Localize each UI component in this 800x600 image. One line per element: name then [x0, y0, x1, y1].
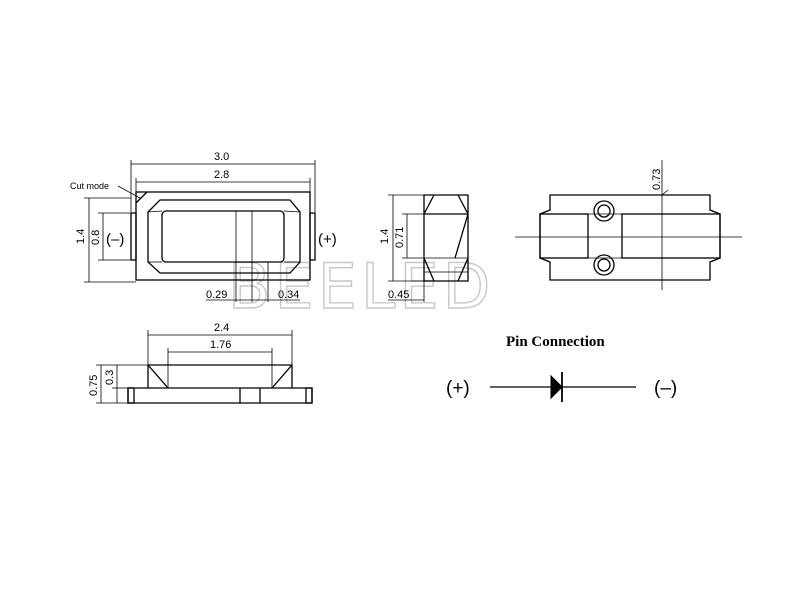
top-view-electrode-left: [130, 212, 137, 261]
pin-connection-title: Pin Connection: [506, 334, 605, 350]
pin-connection: Pin Connection (+) (–): [446, 334, 677, 402]
dim-total-width: 3.0: [214, 151, 229, 163]
polarity-left: (–): [106, 231, 124, 248]
bottom-view-via-bottom: [593, 254, 615, 276]
side-dim-bottom: 0.45: [388, 289, 409, 301]
bottom-dim-offset: 0.73: [651, 169, 663, 190]
side-view-body: [423, 194, 469, 282]
front-dim-top-width: 2.4: [214, 322, 229, 334]
pin-cathode-label: (–): [654, 378, 677, 399]
top-view: Cut mode 3.0 2.8 1.4 0.8 (–) (+) 0.29 0.…: [70, 151, 337, 302]
side-dim-height: 1.4: [379, 229, 391, 244]
pin-anode-label: (+): [446, 378, 470, 399]
side-view: 1.4 0.71 0.45: [379, 194, 469, 302]
diode-symbol-icon: [550, 374, 563, 400]
cut-mode-label: Cut mode: [70, 181, 109, 191]
front-dim-base: 0.3: [104, 370, 116, 385]
dim-pad-b: 0.34: [278, 289, 299, 301]
bottom-view: 0.73: [515, 160, 742, 290]
bottom-view-via-top: [593, 200, 615, 222]
bottom-view-pad-left: [539, 213, 589, 259]
polarity-right: (+): [318, 231, 337, 248]
bottom-view-body: [539, 194, 721, 281]
top-view-lens-outer: [147, 199, 301, 274]
front-dim-inner-width: 1.76: [210, 339, 231, 351]
front-dim-height: 0.75: [88, 375, 100, 396]
side-dim-inner: 0.71: [394, 227, 406, 248]
top-view-lens-inner: [161, 210, 285, 263]
dim-height: 1.4: [75, 229, 87, 244]
dim-pad-a: 0.29: [206, 289, 227, 301]
cut-mode-corner: [135, 191, 148, 204]
top-view-electrode-right: [309, 212, 316, 261]
bottom-view-pad-right: [621, 213, 721, 259]
dim-inner-height: 0.8: [90, 230, 102, 245]
front-view: 2.4 1.76 0.75 0.3: [88, 322, 313, 404]
dim-inner-width: 2.8: [214, 169, 229, 181]
front-view-base: [127, 387, 313, 404]
